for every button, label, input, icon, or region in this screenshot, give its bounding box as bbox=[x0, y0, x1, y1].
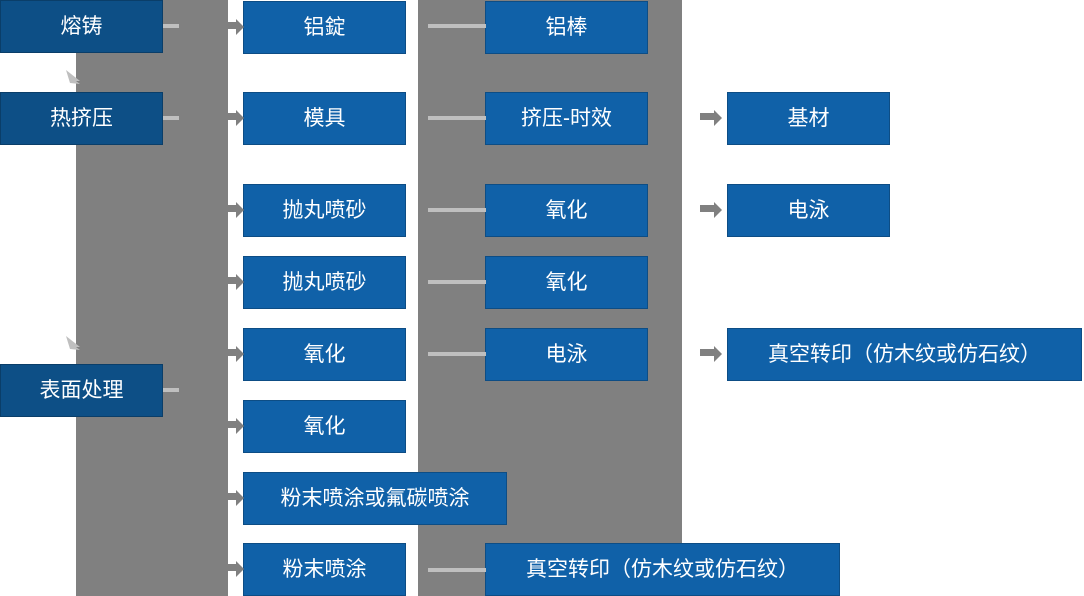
node-label: 抛丸喷砂 bbox=[282, 271, 367, 294]
process-node-powder-spray[interactable]: 粉末喷涂 bbox=[243, 543, 406, 596]
process-node-oxidation-col2-1[interactable]: 氧化 bbox=[243, 328, 406, 381]
connector-mid-row-6 bbox=[428, 568, 486, 572]
product-node-electrophoresis[interactable]: 电泳 bbox=[727, 184, 890, 237]
node-label: 表面处理 bbox=[39, 379, 124, 402]
connector-stage-3 bbox=[163, 388, 179, 392]
arrow-to-substrate bbox=[700, 110, 722, 126]
node-label: 熔铸 bbox=[60, 15, 103, 38]
connector-mid-row-3 bbox=[428, 208, 486, 212]
arrow-to-oxidation-col2-1 bbox=[224, 346, 244, 362]
arrow-to-mold bbox=[224, 110, 244, 126]
node-label: 模具 bbox=[303, 107, 346, 130]
connector-mid-row-2 bbox=[428, 116, 486, 120]
process-node-aluminum-ingot[interactable]: 铝錠 bbox=[243, 1, 406, 54]
process-node-oxidation-col3-2[interactable]: 氧化 bbox=[485, 256, 648, 309]
arrow-to-aluminum-ingot bbox=[224, 19, 244, 35]
process-node-extrusion-aging[interactable]: 挤压-时效 bbox=[485, 92, 648, 145]
node-label: 基材 bbox=[787, 107, 830, 130]
connector-mid-row-4 bbox=[428, 280, 486, 284]
node-label: 抛丸喷砂 bbox=[282, 199, 367, 222]
arrow-to-vacuum-transfer bbox=[700, 346, 722, 362]
node-label: 挤压-时效 bbox=[521, 107, 612, 130]
process-node-shot-blasting-2[interactable]: 抛丸喷砂 bbox=[243, 256, 406, 309]
product-node-substrate[interactable]: 基材 bbox=[727, 92, 890, 145]
process-node-mold[interactable]: 模具 bbox=[243, 92, 406, 145]
arrow-to-shot-blasting-1 bbox=[224, 202, 244, 218]
connector-stage-1 bbox=[163, 24, 179, 28]
process-node-aluminum-bar[interactable]: 铝棒 bbox=[485, 1, 648, 54]
node-label: 真空转印（仿木纹或仿石纹） bbox=[768, 343, 1041, 366]
node-label: 电泳 bbox=[545, 343, 588, 366]
node-label: 氧化 bbox=[303, 415, 346, 438]
process-node-electrophoresis-col3[interactable]: 电泳 bbox=[485, 328, 648, 381]
gray-bar-middle bbox=[418, 0, 436, 596]
arrow-to-powder-spray bbox=[224, 561, 244, 577]
node-label: 粉末喷涂或氟碳喷涂 bbox=[280, 487, 470, 510]
stage-node-surface-treatment[interactable]: 表面处理 bbox=[0, 364, 163, 417]
arrow-to-powder-or-fluorocarbon-spray bbox=[224, 490, 244, 506]
process-node-shot-blasting-1[interactable]: 抛丸喷砂 bbox=[243, 184, 406, 237]
arrow-to-shot-blasting-2 bbox=[224, 274, 244, 290]
arrow-stage-surface-down bbox=[66, 336, 82, 350]
node-label: 热挤压 bbox=[50, 107, 113, 130]
stage-node-hot-extrusion[interactable]: 热挤压 bbox=[0, 92, 163, 145]
node-label: 电泳 bbox=[787, 199, 830, 222]
arrow-to-oxidation-col2-2 bbox=[224, 418, 244, 434]
connector-mid-row-1 bbox=[428, 24, 486, 28]
node-label: 氧化 bbox=[545, 199, 588, 222]
arrow-stage-melting-down bbox=[66, 70, 82, 84]
node-label: 氧化 bbox=[545, 271, 588, 294]
product-node-vacuum-transfer[interactable]: 真空转印（仿木纹或仿石纹） bbox=[727, 328, 1082, 381]
process-node-powder-or-fluorocarbon-spray[interactable]: 粉末喷涂或氟碳喷涂 bbox=[243, 472, 507, 525]
connector-stage-2 bbox=[163, 116, 179, 120]
node-label: 粉末喷涂 bbox=[282, 558, 367, 581]
stage-node-melting-casting[interactable]: 熔铸 bbox=[0, 0, 163, 53]
process-node-oxidation-col2-2[interactable]: 氧化 bbox=[243, 400, 406, 453]
connector-mid-row-5 bbox=[428, 352, 486, 356]
node-label: 铝棒 bbox=[545, 16, 588, 39]
node-label: 真空转印（仿木纹或仿石纹） bbox=[526, 558, 799, 581]
gray-bar-left bbox=[76, 0, 228, 596]
process-node-oxidation-col3-1[interactable]: 氧化 bbox=[485, 184, 648, 237]
process-node-vacuum-transfer-col3[interactable]: 真空转印（仿木纹或仿石纹） bbox=[485, 543, 840, 596]
node-label: 氧化 bbox=[303, 343, 346, 366]
node-label: 铝錠 bbox=[303, 16, 346, 39]
arrow-to-electrophoresis bbox=[700, 202, 722, 218]
